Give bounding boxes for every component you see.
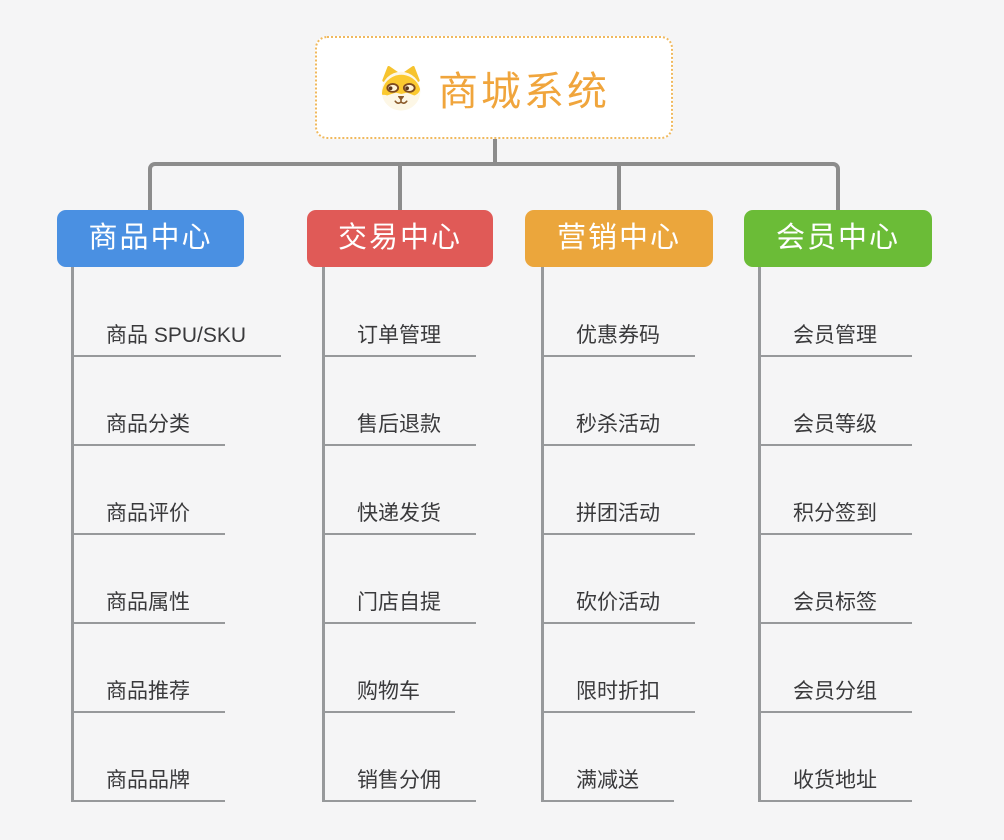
leaf-node[interactable]: 门店自提 bbox=[322, 588, 476, 624]
leaf-node[interactable]: 秒杀活动 bbox=[541, 410, 695, 446]
leaf-node[interactable]: 商品推荐 bbox=[71, 677, 225, 713]
root-node[interactable]: 商城系统 bbox=[315, 36, 673, 139]
leaf-node[interactable]: 积分签到 bbox=[758, 499, 912, 535]
branch-node-member-center[interactable]: 会员中心 bbox=[744, 210, 932, 267]
leaf-node[interactable]: 会员管理 bbox=[758, 321, 912, 357]
leaf-node[interactable]: 商品分类 bbox=[71, 410, 225, 446]
leaf-node[interactable]: 拼团活动 bbox=[541, 499, 695, 535]
leaf-node[interactable]: 收货地址 bbox=[758, 766, 912, 802]
branch-node-marketing-center[interactable]: 营销中心 bbox=[525, 210, 713, 267]
leaf-node[interactable]: 销售分佣 bbox=[322, 766, 476, 802]
root-title: 商城系统 bbox=[438, 69, 610, 114]
connector-bus bbox=[148, 162, 840, 210]
branch-node-trade-center[interactable]: 交易中心 bbox=[307, 210, 493, 267]
leaf-node[interactable]: 快递发货 bbox=[322, 499, 476, 535]
leaf-node[interactable]: 商品评价 bbox=[71, 499, 225, 535]
connector-drop-marketing bbox=[617, 166, 621, 210]
leaf-node[interactable]: 商品属性 bbox=[71, 588, 225, 624]
leaf-node[interactable]: 会员标签 bbox=[758, 588, 912, 624]
leaf-node[interactable]: 商品 SPU/SKU bbox=[71, 321, 282, 357]
dog-face-icon bbox=[378, 64, 424, 112]
leaf-node[interactable]: 商品品牌 bbox=[71, 766, 225, 802]
leaf-node[interactable]: 会员分组 bbox=[758, 677, 912, 713]
connector-drop-trade bbox=[398, 166, 402, 210]
leaf-node[interactable]: 限时折扣 bbox=[541, 677, 695, 713]
leaf-node[interactable]: 优惠券码 bbox=[541, 321, 695, 357]
leaf-node[interactable]: 售后退款 bbox=[322, 410, 476, 446]
leaf-node[interactable]: 订单管理 bbox=[322, 321, 476, 357]
leaf-node[interactable]: 购物车 bbox=[322, 677, 455, 713]
leaf-node[interactable]: 砍价活动 bbox=[541, 588, 695, 624]
leaf-node[interactable]: 会员等级 bbox=[758, 410, 912, 446]
connector-root-stem bbox=[493, 139, 497, 166]
leaf-node[interactable]: 满减送 bbox=[541, 766, 674, 802]
branch-node-product-center[interactable]: 商品中心 bbox=[57, 210, 244, 267]
